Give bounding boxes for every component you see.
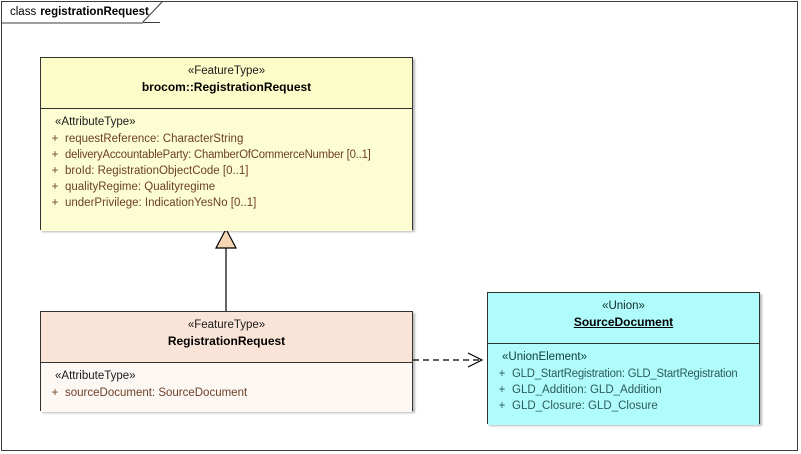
attribute-row[interactable]: + underPrivilege: IndicationYesNo [0..1] [45, 195, 408, 211]
class-attribute-compartment: «AttributeType» + requestReference: Char… [41, 109, 412, 231]
attribute-section-label: «AttributeType» [55, 116, 136, 128]
attribute-text: sourceDocument: SourceDocument [65, 387, 248, 399]
class-divider [41, 362, 412, 363]
class-header: «FeatureType» RegistrationRequest [41, 312, 412, 362]
attribute-text: GLD_Addition: GLD_Addition [512, 384, 662, 396]
class-source-document[interactable]: «Union» SourceDocument «UnionElement» + … [487, 292, 760, 425]
attribute-row[interactable]: + qualityRegime: Qualityregime [45, 179, 408, 195]
class-divider [488, 343, 759, 344]
class-stereotype: «FeatureType» [187, 319, 266, 331]
attribute-row[interactable]: + GLD_Addition: GLD_Addition [492, 382, 755, 398]
attribute-row[interactable]: + GLD_Closure: GLD_Closure [492, 398, 755, 414]
attribute-section-label: «AttributeType» [55, 370, 136, 382]
diagram-title-tab: class registrationRequest [2, 2, 160, 23]
class-attribute-compartment: «AttributeType» + sourceDocument: Source… [41, 363, 412, 412]
attribute-visibility: + [51, 387, 59, 399]
class-brocom-registration-request[interactable]: «FeatureType» brocom::RegistrationReques… [40, 57, 413, 231]
attribute-row[interactable]: + sourceDocument: SourceDocument [45, 385, 408, 401]
attribute-text: deliveryAccountableParty: ChamberOfComme… [65, 149, 371, 161]
attribute-visibility: + [51, 197, 59, 209]
diagram-kind-label: class [10, 6, 37, 18]
class-attribute-compartment: «UnionElement» + GLD_StartRegistration: … [488, 344, 759, 425]
attribute-visibility: + [51, 181, 59, 193]
attribute-visibility: + [51, 133, 59, 145]
class-header: «FeatureType» brocom::RegistrationReques… [41, 58, 412, 108]
attribute-text: broId: RegistrationObjectCode [0..1] [65, 165, 249, 177]
attribute-row[interactable]: + broId: RegistrationObjectCode [0..1] [45, 163, 408, 179]
class-stereotype: «FeatureType» [187, 65, 266, 77]
class-header: «Union» SourceDocument [488, 293, 759, 343]
class-name: brocom::RegistrationRequest [141, 80, 312, 94]
attribute-text: GLD_StartRegistration: GLD_StartRegistra… [512, 368, 738, 380]
attribute-visibility: + [51, 149, 59, 161]
attribute-visibility: + [498, 368, 506, 380]
diagram-name-label: registrationRequest [40, 6, 149, 18]
class-registration-request[interactable]: «FeatureType» RegistrationRequest «Attri… [40, 311, 413, 412]
attribute-row[interactable]: + requestReference: CharacterString [45, 131, 408, 147]
attribute-row[interactable]: + deliveryAccountableParty: ChamberOfCom… [45, 147, 408, 163]
attribute-text: requestReference: CharacterString [65, 133, 244, 145]
attribute-text: underPrivilege: IndicationYesNo [0..1] [65, 197, 257, 209]
attribute-visibility: + [498, 400, 506, 412]
class-divider [41, 108, 412, 109]
attribute-text: GLD_Closure: GLD_Closure [512, 400, 658, 412]
attribute-row[interactable]: + GLD_StartRegistration: GLD_StartRegist… [492, 366, 755, 382]
class-name: SourceDocument [573, 315, 674, 329]
attribute-text: qualityRegime: Qualityregime [65, 181, 216, 193]
class-name: RegistrationRequest [167, 334, 286, 348]
attribute-section-label: «UnionElement» [502, 351, 588, 363]
attribute-visibility: + [498, 384, 506, 396]
class-stereotype: «Union» [602, 300, 645, 312]
attribute-visibility: + [51, 165, 59, 177]
